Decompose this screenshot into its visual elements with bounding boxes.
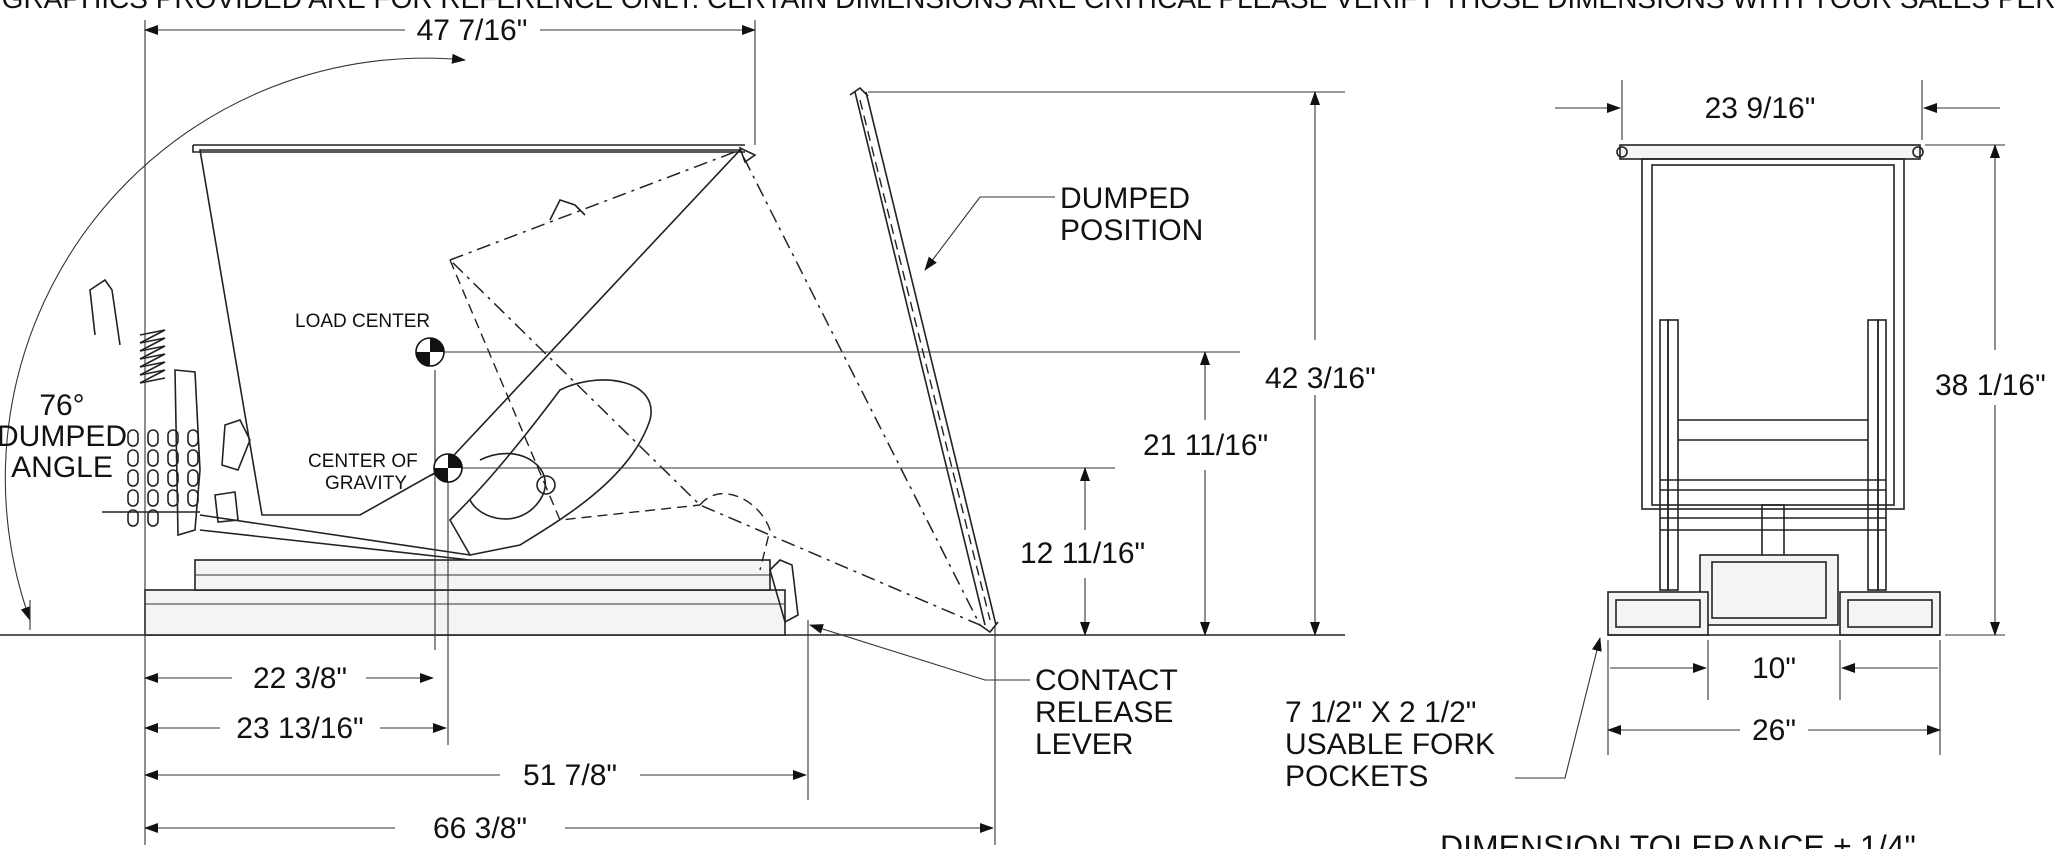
dim-load-center-height: 21 11/16"	[1143, 429, 1268, 462]
end-dim-pocket-spacing: 10"	[1752, 652, 1796, 685]
hopper-body	[199, 149, 742, 516]
dumped-angle-label-1: DUMPED	[0, 420, 127, 453]
load-center-symbol	[415, 337, 445, 367]
end-view: 23 9/16" 38 1/16" 10" 26" 7 1/2" X 2 1/2…	[1285, 80, 2046, 849]
contact-release-label-1: CONTACT	[1035, 664, 1178, 697]
dumped-angle-label-2: ANGLE	[11, 451, 113, 484]
dim-top-width: 47 7/16"	[417, 14, 528, 47]
dim-66: 66 3/8"	[433, 812, 527, 845]
cog-label-1: CENTER OF	[308, 451, 418, 472]
dumped-angle-value: 76°	[39, 389, 84, 422]
rocker-cradle	[449, 379, 652, 556]
contact-release-label-3: LEVER	[1035, 728, 1133, 761]
dim-total-height: 42 3/16"	[1265, 362, 1376, 395]
dim-51: 51 7/8"	[523, 759, 617, 792]
fork-pocket-left	[1607, 591, 1709, 636]
dumped-position-label-1: DUMPED	[1060, 182, 1190, 215]
end-dim-top-width: 23 9/16"	[1705, 92, 1816, 125]
contact-release-label-2: RELEASE	[1035, 696, 1173, 729]
dim-cog-height: 12 11/16"	[1020, 537, 1145, 570]
end-dim-base-width: 26"	[1752, 714, 1796, 747]
fork-pockets-label-2: USABLE FORK	[1285, 728, 1495, 761]
tolerance-note: DIMENSION TOLERANCE ± 1/4"	[1440, 829, 1916, 849]
fork-pockets-label-1: 7 1/2" X 2 1/2"	[1285, 696, 1476, 729]
side-view: 47 7/16" 42 3/16" 21 11/16" 12 11/16" 22…	[0, 14, 1376, 845]
dumped-position-label-2: POSITION	[1060, 214, 1203, 247]
dim-23: 23 13/16"	[236, 712, 363, 745]
end-view-center-box	[1699, 554, 1839, 626]
contact-release-lever	[769, 559, 799, 624]
dumped-outline	[448, 149, 982, 627]
dumped-angle-arc	[4, 53, 466, 621]
release-handle	[89, 278, 121, 346]
cog-label-2: GRAVITY	[325, 473, 407, 494]
end-dim-height: 38 1/16"	[1935, 369, 2046, 402]
spring	[139, 329, 166, 384]
end-view-hopper	[1641, 158, 1905, 510]
dumped-lid	[849, 86, 999, 634]
cog-symbol	[433, 453, 463, 483]
fork-pocket-right	[1839, 591, 1941, 636]
dim-22: 22 3/8"	[253, 662, 347, 695]
end-view-lid	[1619, 144, 1921, 160]
load-center-label: LOAD CENTER	[295, 311, 430, 332]
base-frame	[144, 589, 786, 636]
reference-notice: THE GRAPHICS PROVIDED ARE FOR REFERENCE …	[0, 0, 2055, 14]
fork-pockets-label-3: POCKETS	[1285, 760, 1428, 793]
